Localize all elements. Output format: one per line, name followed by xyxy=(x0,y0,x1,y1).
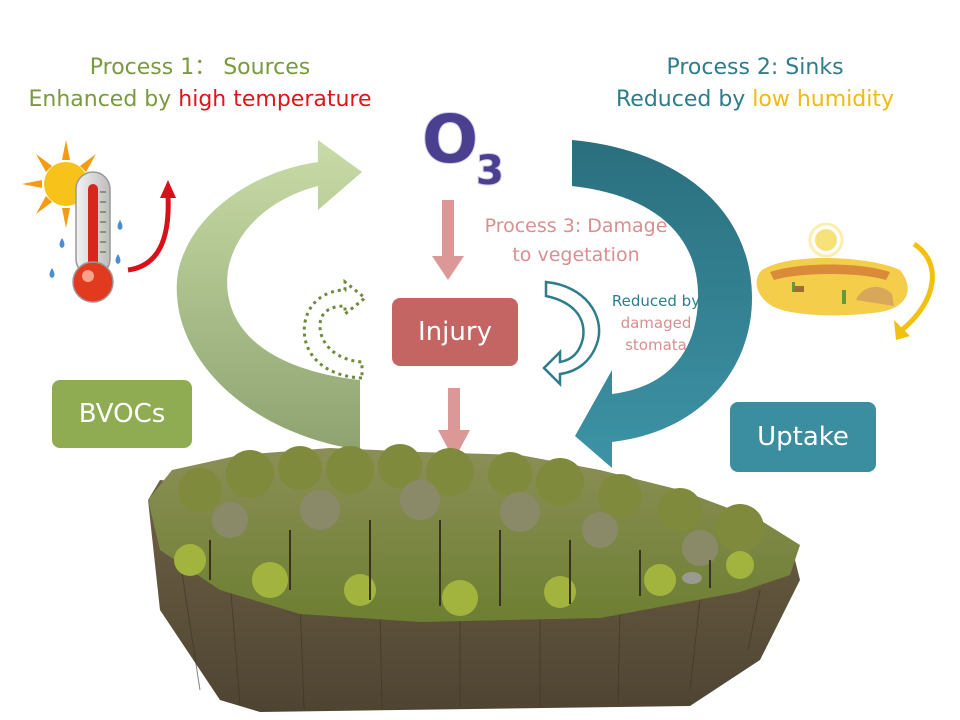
dotted-feedback-arrow xyxy=(302,278,368,380)
damage-arrow-lower xyxy=(438,388,470,460)
thermometer-sun-icon xyxy=(22,140,176,303)
stomata-line3: stomata xyxy=(625,336,687,354)
stomata-note: Reduced by damaged stomata xyxy=(586,290,726,356)
ozone-letter: O xyxy=(422,101,478,178)
ozone-subscript: 3 xyxy=(476,148,504,194)
sources-cycle-arrow xyxy=(176,140,362,450)
process1-prefix: Enhanced by xyxy=(28,87,179,112)
process2-prefix: Reduced by xyxy=(615,87,753,112)
process1-title: Process 1： Sources xyxy=(89,55,311,80)
desert-icon xyxy=(756,222,935,340)
ozone-symbol: O 3 xyxy=(421,100,505,195)
uptake-box: Uptake xyxy=(730,402,876,472)
process2-title: Process 2: Sinks xyxy=(666,55,844,80)
process1-highlight: high temperature xyxy=(178,87,372,112)
sinks-cycle-arrow xyxy=(572,140,752,468)
process3-line2: to vegetation xyxy=(512,244,640,266)
stomata-feedback-arrow xyxy=(542,280,601,388)
process1-subtitle: Enhanced by high temperature xyxy=(0,84,400,116)
stomata-line2: damaged xyxy=(620,314,692,332)
damage-arrow-upper xyxy=(432,200,464,280)
forest-block-illustration xyxy=(148,444,800,712)
process1-label: Process 1： Sources Enhanced by high temp… xyxy=(0,52,400,116)
stomata-line1: Reduced by xyxy=(611,292,701,310)
bvocs-box: BVOCs xyxy=(52,380,192,448)
injury-box: Injury xyxy=(392,298,518,366)
process2-highlight: low humidity xyxy=(752,87,895,112)
process3-line1: Process 3: Damage xyxy=(484,215,668,237)
process3-label: Process 3: Damage to vegetation xyxy=(466,212,686,270)
process2-subtitle: Reduced by low humidity xyxy=(570,84,940,116)
process2-label: Process 2: Sinks Reduced by low humidity xyxy=(570,52,940,116)
